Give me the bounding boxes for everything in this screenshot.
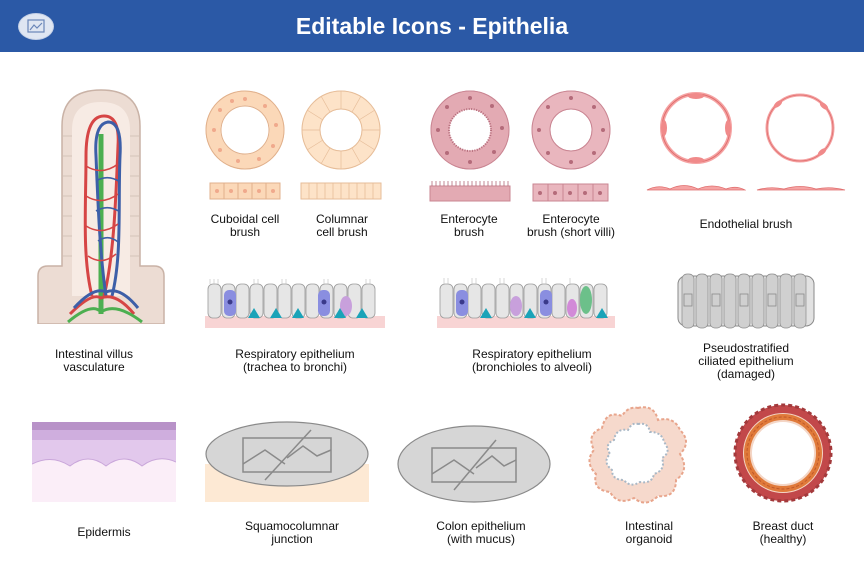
logo-icon bbox=[18, 13, 54, 40]
columnar-row-icon bbox=[300, 182, 382, 200]
resp-bronchioles-icon bbox=[437, 278, 615, 328]
label-epidermis: Epidermis bbox=[77, 525, 131, 539]
endothelial-vessel-small-icon bbox=[765, 93, 835, 163]
squamocolumnar-icon bbox=[205, 421, 369, 502]
label-colon: Colon epithelium(with mucus) bbox=[436, 519, 526, 546]
enterocyte-ring-icon bbox=[430, 90, 510, 170]
epidermis-icon bbox=[32, 422, 176, 502]
label-resp-trachea: Respiratory epithelium(trachea to bronch… bbox=[235, 347, 355, 374]
enterocyte-short-row-icon bbox=[532, 183, 609, 202]
pseudostratified-icon bbox=[677, 273, 815, 329]
label-breast-duct: Breast duct(healthy) bbox=[752, 519, 814, 546]
endothelial-flat-left-icon bbox=[646, 185, 746, 191]
columnar-ring-icon bbox=[301, 90, 381, 170]
page-title: Editable Icons - Epithelia bbox=[295, 13, 569, 39]
breast-duct-icon bbox=[733, 403, 833, 503]
enterocyte-row-icon bbox=[429, 181, 511, 202]
intestinal-villus-icon bbox=[37, 89, 165, 324]
endothelial-flat-right-icon bbox=[756, 186, 846, 191]
label-endothelial: Endothelial brush bbox=[699, 217, 793, 231]
colon-epithelium-icon bbox=[397, 425, 551, 503]
label-resp-bronchioles: Respiratory epithelium(bronchioles to al… bbox=[471, 347, 593, 374]
resp-trachea-icon bbox=[205, 279, 385, 328]
endothelial-vessel-large-icon bbox=[660, 92, 732, 164]
enterocyte-short-ring-icon bbox=[531, 90, 611, 170]
intestinal-organoid-icon bbox=[588, 406, 687, 504]
cuboidal-row-icon bbox=[209, 182, 281, 200]
header-bar: Editable Icons - Epithelia bbox=[0, 0, 864, 52]
cuboidal-ring-icon bbox=[205, 90, 285, 170]
